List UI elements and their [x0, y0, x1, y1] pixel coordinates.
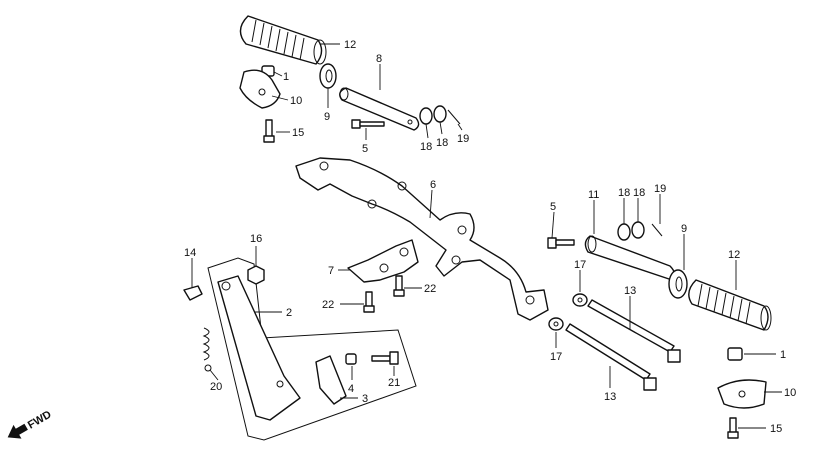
plate-10-right [717, 379, 767, 409]
callout-1-top: 1 [283, 71, 289, 83]
bolt-22-left [363, 291, 375, 313]
callout-10-right: 10 [784, 387, 796, 399]
callout-5-right: 5 [550, 201, 556, 213]
callout-22-right: 22 [424, 283, 436, 295]
washer-17-bottom [548, 317, 564, 331]
collar-4 [345, 353, 357, 365]
callout-15-right: 15 [770, 423, 782, 435]
washer-9-top [319, 63, 337, 89]
bolt-22-right [393, 275, 405, 297]
washers-18-right [617, 221, 645, 241]
step-bar-6 [295, 157, 549, 321]
callout-19-top: 19 [457, 133, 469, 145]
callout-13-bottom: 13 [604, 391, 616, 403]
pin-11 [584, 235, 676, 281]
callout-18-right-b: 18 [633, 187, 645, 199]
washer-17-top [572, 293, 588, 307]
callout-5-top: 5 [362, 143, 368, 155]
stand-group-frame [207, 257, 417, 441]
bolt-15-top [263, 119, 275, 143]
callout-22-left: 22 [322, 299, 334, 311]
callout-19-right: 19 [654, 183, 666, 195]
callout-6: 6 [430, 179, 436, 191]
long-bolt-13-bottom [565, 323, 657, 391]
callout-12-top: 12 [344, 39, 356, 51]
callout-11: 11 [588, 189, 599, 201]
leader-lines [191, 43, 782, 429]
bolt-15-right [727, 417, 739, 439]
callout-18-top-a: 18 [420, 141, 432, 153]
callout-16: 16 [250, 233, 262, 245]
callout-15-top: 15 [292, 127, 304, 139]
stud-14 [183, 285, 203, 301]
nut-16 [247, 265, 265, 285]
callout-18-right-a: 18 [618, 187, 630, 199]
callout-4: 4 [348, 383, 354, 395]
callout-8: 8 [376, 53, 382, 65]
callout-13-top: 13 [624, 285, 636, 297]
callout-3: 3 [362, 393, 368, 405]
callouts: 12 1 10 15 9 8 5 18 18 19 6 5 11 18 18 1… [184, 39, 796, 435]
callout-18-top-b: 18 [436, 137, 448, 149]
bolt-21 [371, 351, 399, 365]
fwd-label: FWD [26, 409, 54, 432]
callout-21: 21 [388, 377, 400, 389]
footpeg-rubber-right [688, 279, 772, 331]
cotter-pin-19-right [651, 223, 663, 237]
bolt-5-right [547, 237, 575, 249]
bolt-5-top [351, 119, 385, 129]
fwd-orientation-arrow: FWD [7, 409, 54, 439]
collar-1-right [727, 347, 743, 361]
callout-9-right: 9 [681, 223, 687, 235]
rubber-pad-3 [315, 355, 347, 405]
callout-10-top: 10 [290, 95, 302, 107]
callout-12-right: 12 [728, 249, 740, 261]
callout-1-right: 1 [780, 349, 786, 361]
washers-18-top [419, 105, 447, 125]
washer-9-right [668, 269, 688, 299]
pin-8 [339, 87, 420, 131]
spring-20 [202, 327, 212, 372]
callout-17-top: 17 [574, 259, 586, 271]
callout-2: 2 [286, 307, 292, 319]
callout-17-bottom: 17 [550, 351, 562, 363]
callout-20: 20 [210, 381, 222, 393]
callout-7: 7 [328, 265, 334, 277]
side-stand-2 [217, 275, 301, 421]
callout-9-top: 9 [324, 111, 330, 123]
cotter-pin-19-top [447, 109, 461, 125]
plate-10-top [239, 69, 281, 109]
long-bolt-13-top [587, 299, 681, 363]
footpeg-rubber-top [239, 15, 327, 65]
bracket-clamp-7 [347, 239, 419, 283]
callout-14: 14 [184, 247, 196, 259]
